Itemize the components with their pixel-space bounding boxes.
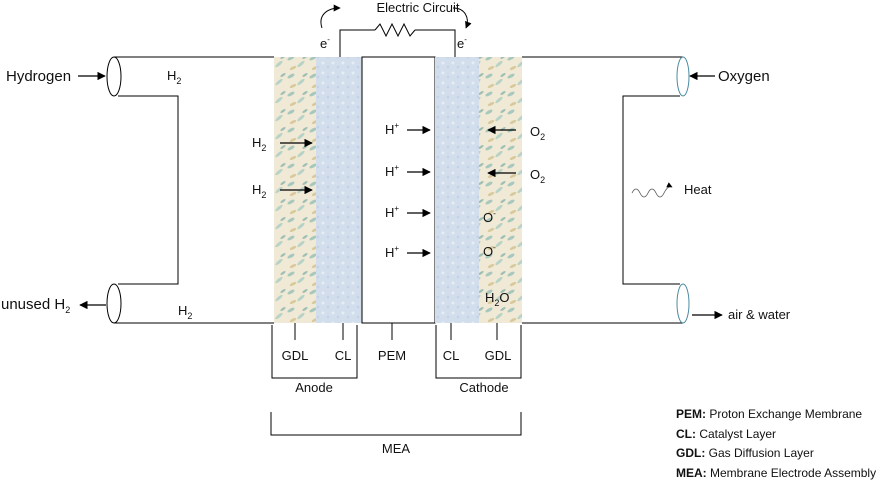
oxygen-inlet-opening (677, 57, 689, 96)
o2-label-1: O2 (530, 124, 545, 142)
electron-right-label: e- (457, 35, 467, 51)
legend: PEM: Proton Exchange Membrane CL: Cataly… (676, 405, 876, 483)
electric-circuit (321, 8, 467, 57)
hydrogen-label: Hydrogen (6, 68, 71, 85)
anode-channel-h2-top: H2 (167, 68, 181, 86)
cathode-label: Cathode (459, 380, 508, 395)
mea-bracket (271, 412, 521, 435)
legend-item-pem: PEM: Proton Exchange Membrane (676, 405, 876, 425)
cathode-gdl-label: GDL (485, 348, 512, 363)
anode-channel (107, 57, 274, 323)
pem-layer (362, 57, 435, 323)
electron-left-label: e- (320, 35, 330, 51)
air-water-outlet-opening (677, 284, 689, 323)
unused-h2-label: unused H2 (1, 296, 70, 315)
unused-h2-outlet-opening (107, 284, 121, 323)
oxygen-label: Oxygen (718, 68, 770, 85)
legend-item-cl: CL: Catalyst Layer (676, 425, 876, 445)
h2-in-label-2: H2 (252, 182, 266, 200)
anode-cl-label: CL (335, 348, 352, 363)
o2-label-2: O2 (530, 167, 545, 185)
hydrogen-inlet-opening (107, 57, 121, 96)
legend-item-gdl: GDL: Gas Diffusion Layer (676, 444, 876, 464)
anode-label: Anode (295, 380, 333, 395)
cathode-channel (522, 57, 689, 323)
cathode-cl-label: CL (443, 348, 460, 363)
anode-cl-layer (316, 57, 362, 323)
mea-label: MEA (382, 441, 411, 456)
h2-in-label-1: H2 (252, 135, 266, 153)
layer-ticks (295, 323, 497, 340)
resistor-icon (375, 24, 415, 36)
air-water-label: air & water (728, 307, 791, 322)
cathode-gdl-layer (479, 57, 522, 323)
heat-label: Heat (684, 182, 712, 197)
circuit-title: Electric Circuit (376, 0, 459, 15)
heat-wave-icon (632, 187, 672, 197)
anode-channel-h2-bottom: H2 (178, 303, 192, 321)
anode-gdl-label: GDL (282, 348, 309, 363)
legend-item-mea: MEA: Membrane Electrode Assembly (676, 464, 876, 483)
pem-label: PEM (378, 348, 406, 363)
cathode-cl-layer (435, 57, 481, 323)
circuit-arrow-left-icon (321, 8, 340, 28)
